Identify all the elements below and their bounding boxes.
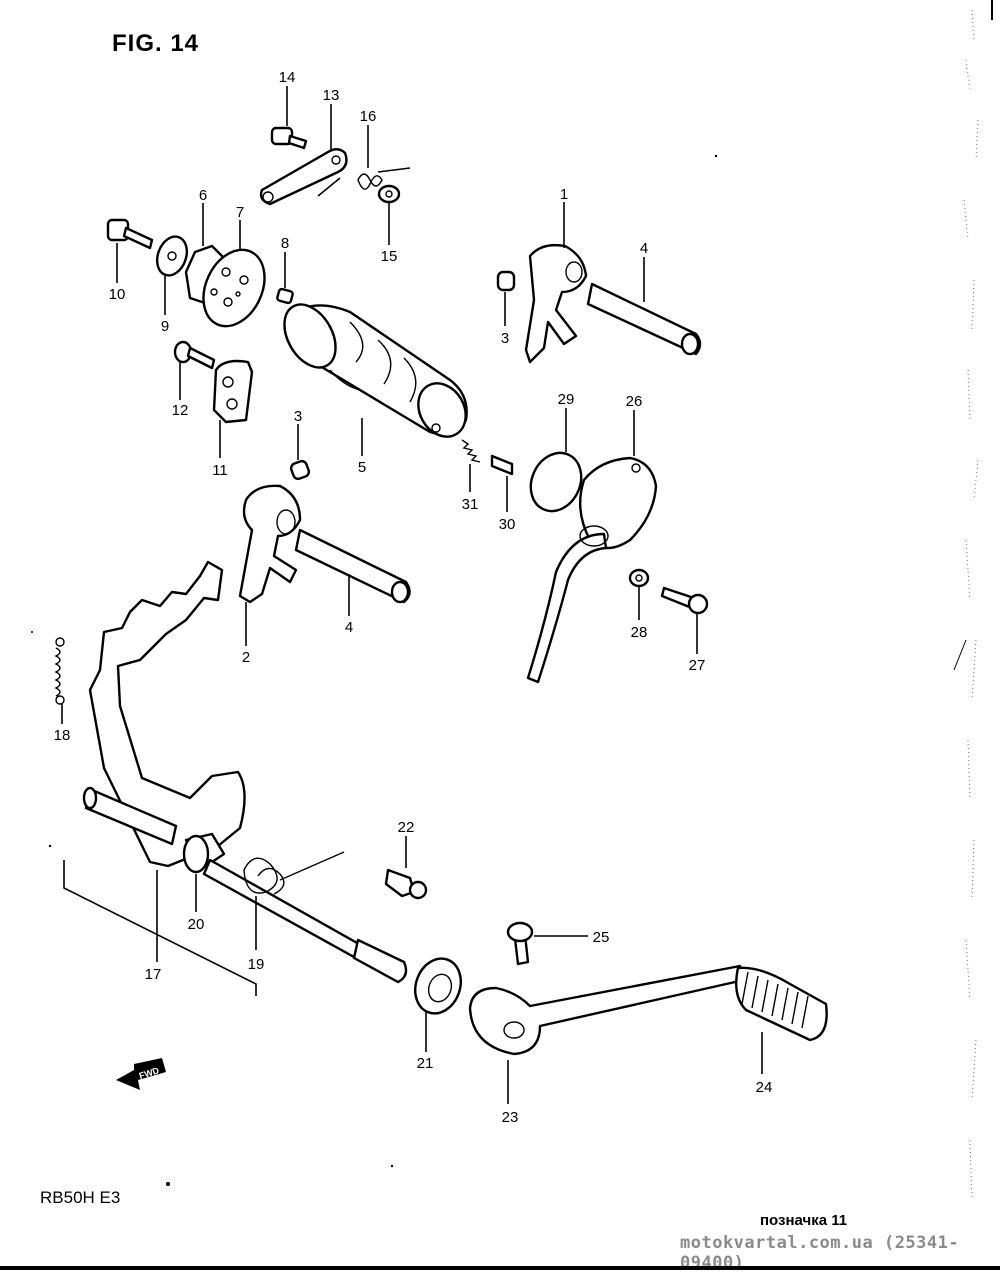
callout-1: 1 bbox=[560, 186, 568, 203]
part-8-pin bbox=[276, 252, 294, 305]
figure-title: FIG. 14 bbox=[112, 30, 200, 57]
part-19-shaft bbox=[202, 851, 408, 984]
callout-3-middle: 3 bbox=[294, 408, 302, 425]
callout-30: 30 bbox=[499, 516, 516, 533]
part-18-spring bbox=[54, 637, 65, 724]
callout-17: 17 bbox=[145, 966, 162, 983]
callout-14: 14 bbox=[279, 69, 296, 86]
part-1-fork bbox=[524, 202, 588, 364]
bottom-rule bbox=[0, 1266, 1000, 1270]
part-3-pin-upper bbox=[496, 270, 516, 326]
part-27-bolt bbox=[660, 586, 709, 654]
callout-7: 7 bbox=[236, 204, 244, 221]
part-2-fork bbox=[238, 484, 302, 646]
callout-21: 21 bbox=[417, 1055, 434, 1072]
callout-26: 26 bbox=[626, 393, 643, 410]
part-16-spring bbox=[357, 125, 411, 190]
part-9-washer bbox=[155, 235, 189, 315]
part-28-washer bbox=[628, 568, 650, 620]
part-31-spring bbox=[461, 439, 481, 492]
callout-24: 24 bbox=[756, 1079, 773, 1096]
part-14-bolt bbox=[270, 86, 308, 150]
part-13-arm bbox=[259, 104, 348, 206]
part-30-pin bbox=[490, 454, 514, 512]
callout-10: 10 bbox=[109, 286, 126, 303]
callout-8: 8 bbox=[281, 235, 289, 252]
callout-6: 6 bbox=[199, 187, 207, 204]
callout-4-upper: 4 bbox=[640, 240, 648, 257]
callout-19: 19 bbox=[248, 956, 265, 973]
callout-18: 18 bbox=[54, 727, 71, 744]
bracket-line bbox=[63, 860, 257, 996]
scan-specks bbox=[31, 154, 718, 1186]
part-15-washer bbox=[377, 184, 401, 245]
part-24-rubber bbox=[735, 966, 828, 1074]
callout-31: 31 bbox=[462, 496, 479, 513]
callout-5: 5 bbox=[358, 459, 366, 476]
callout-25: 25 bbox=[593, 929, 610, 946]
part-5-drum bbox=[283, 303, 468, 456]
part-3-pin-middle bbox=[289, 424, 311, 481]
callout-11: 11 bbox=[212, 462, 228, 479]
fwd-arrow-icon: FWD bbox=[116, 1058, 166, 1090]
part-29-o-ring bbox=[529, 408, 583, 513]
callout-20: 20 bbox=[188, 916, 205, 933]
callout-3-upper: 3 bbox=[501, 330, 509, 347]
callout-4-lower: 4 bbox=[345, 619, 353, 636]
part-23-lever bbox=[468, 964, 746, 1104]
part-26-cover bbox=[578, 410, 658, 550]
callout-23: 23 bbox=[502, 1109, 519, 1126]
callout-15: 15 bbox=[381, 248, 398, 265]
callout-labels: 14 13 16 15 6 7 8 10 9 1 4 3 12 11 3 5 2… bbox=[54, 69, 773, 1126]
callout-12: 12 bbox=[172, 402, 189, 419]
callout-22: 22 bbox=[398, 819, 415, 836]
part-10-bolt bbox=[106, 218, 154, 283]
part-17-shaft-assembly bbox=[82, 560, 246, 962]
callout-2: 2 bbox=[242, 649, 250, 666]
callout-13: 13 bbox=[323, 87, 340, 104]
part-7-disc bbox=[202, 220, 266, 328]
scan-edge-noise bbox=[953, 0, 993, 1201]
part-11-plate bbox=[212, 359, 254, 458]
callout-29: 29 bbox=[558, 391, 575, 408]
part-20-collar bbox=[182, 832, 226, 912]
part-12-screw bbox=[173, 340, 216, 400]
callout-28: 28 bbox=[631, 624, 648, 641]
part-22-bolt bbox=[384, 836, 428, 900]
part-21-oil-seal bbox=[414, 957, 462, 1052]
callout-16: 16 bbox=[360, 108, 377, 125]
part-25-bolt bbox=[506, 921, 588, 966]
marker-label: позначка 11 bbox=[760, 1212, 848, 1229]
part-cable bbox=[526, 525, 609, 684]
callout-27: 27 bbox=[689, 657, 706, 674]
model-code: RB50H E3 bbox=[40, 1188, 121, 1207]
part-4-shaft-upper bbox=[586, 257, 702, 356]
part-4-shaft-lower bbox=[294, 528, 411, 616]
callout-9: 9 bbox=[161, 318, 169, 335]
